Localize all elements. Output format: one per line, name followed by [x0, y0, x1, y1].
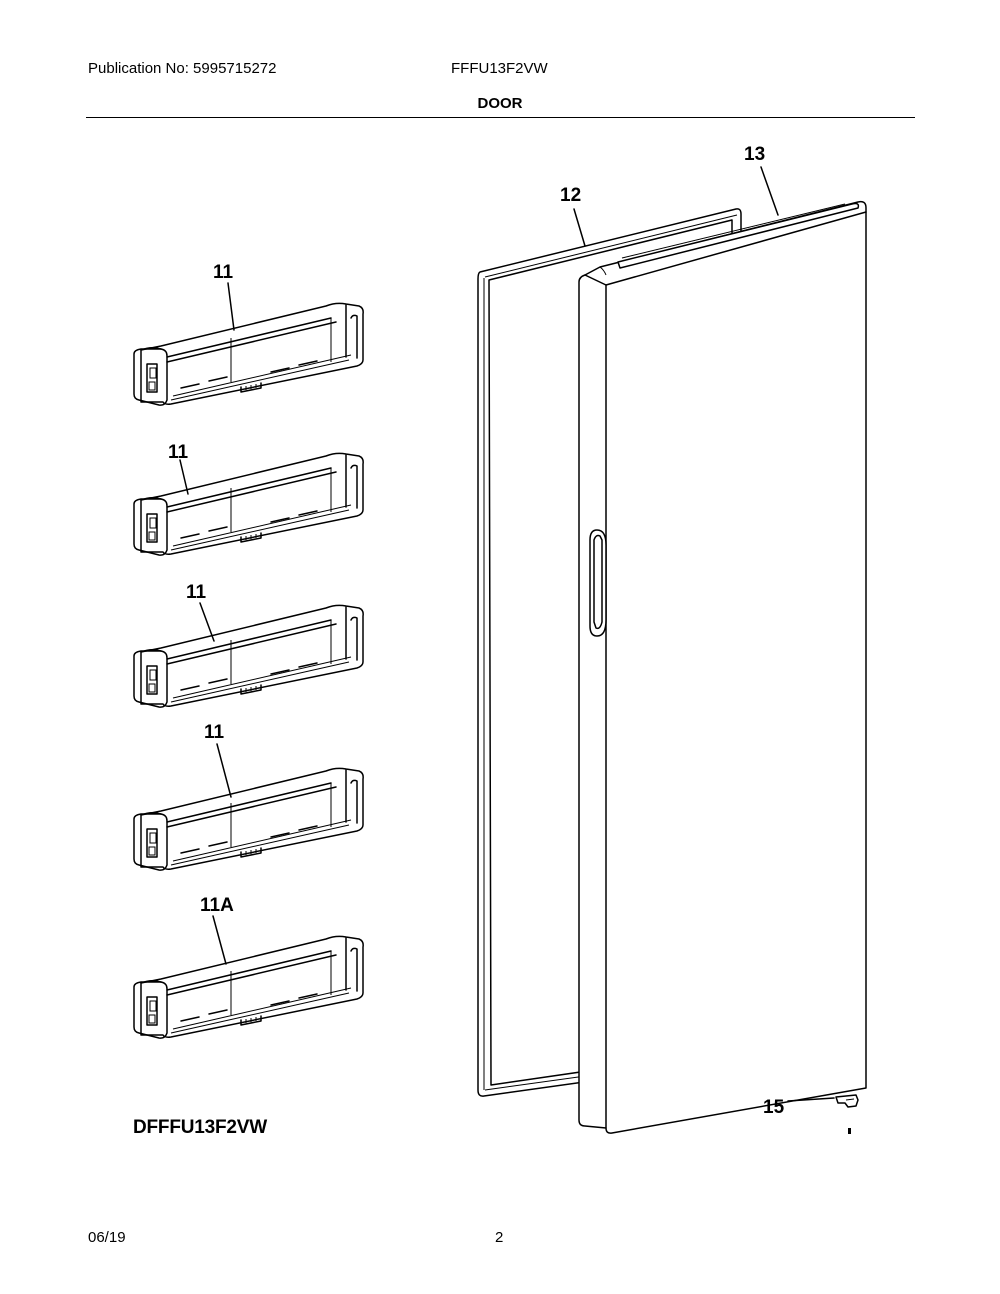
callout-15: 15 [763, 1097, 785, 1118]
callout-11-shelf-3: 11 [186, 582, 207, 603]
callout-11-shelf-1: 11 [213, 262, 234, 283]
model-number: FFFU13F2VW [451, 60, 548, 77]
section-title: DOOR [477, 95, 523, 112]
header-divider [86, 117, 915, 118]
door-bin-shelf-4 [133, 767, 364, 871]
door-bin-shelf-3 [133, 604, 364, 708]
footer-date: 06/19 [88, 1229, 126, 1246]
publication-number: Publication No: 5995715272 [88, 60, 277, 77]
callout-11-shelf-2: 11 [168, 442, 189, 463]
callout-13: 13 [744, 144, 765, 165]
callout-11a-shelf: 11A [200, 895, 234, 916]
hinge-part [787, 1094, 859, 1134]
callout-11-shelf-4: 11 [204, 722, 225, 743]
callout-12: 12 [560, 185, 581, 206]
door-bin-shelf-bottom [133, 935, 364, 1039]
door-bin-shelf-2 [133, 452, 364, 556]
diagram-code: DFFFU13F2VW [133, 1117, 267, 1138]
door-panel [578, 200, 867, 1134]
door-bin-shelf-1 [133, 302, 364, 406]
footer-page-number: 2 [495, 1229, 504, 1246]
